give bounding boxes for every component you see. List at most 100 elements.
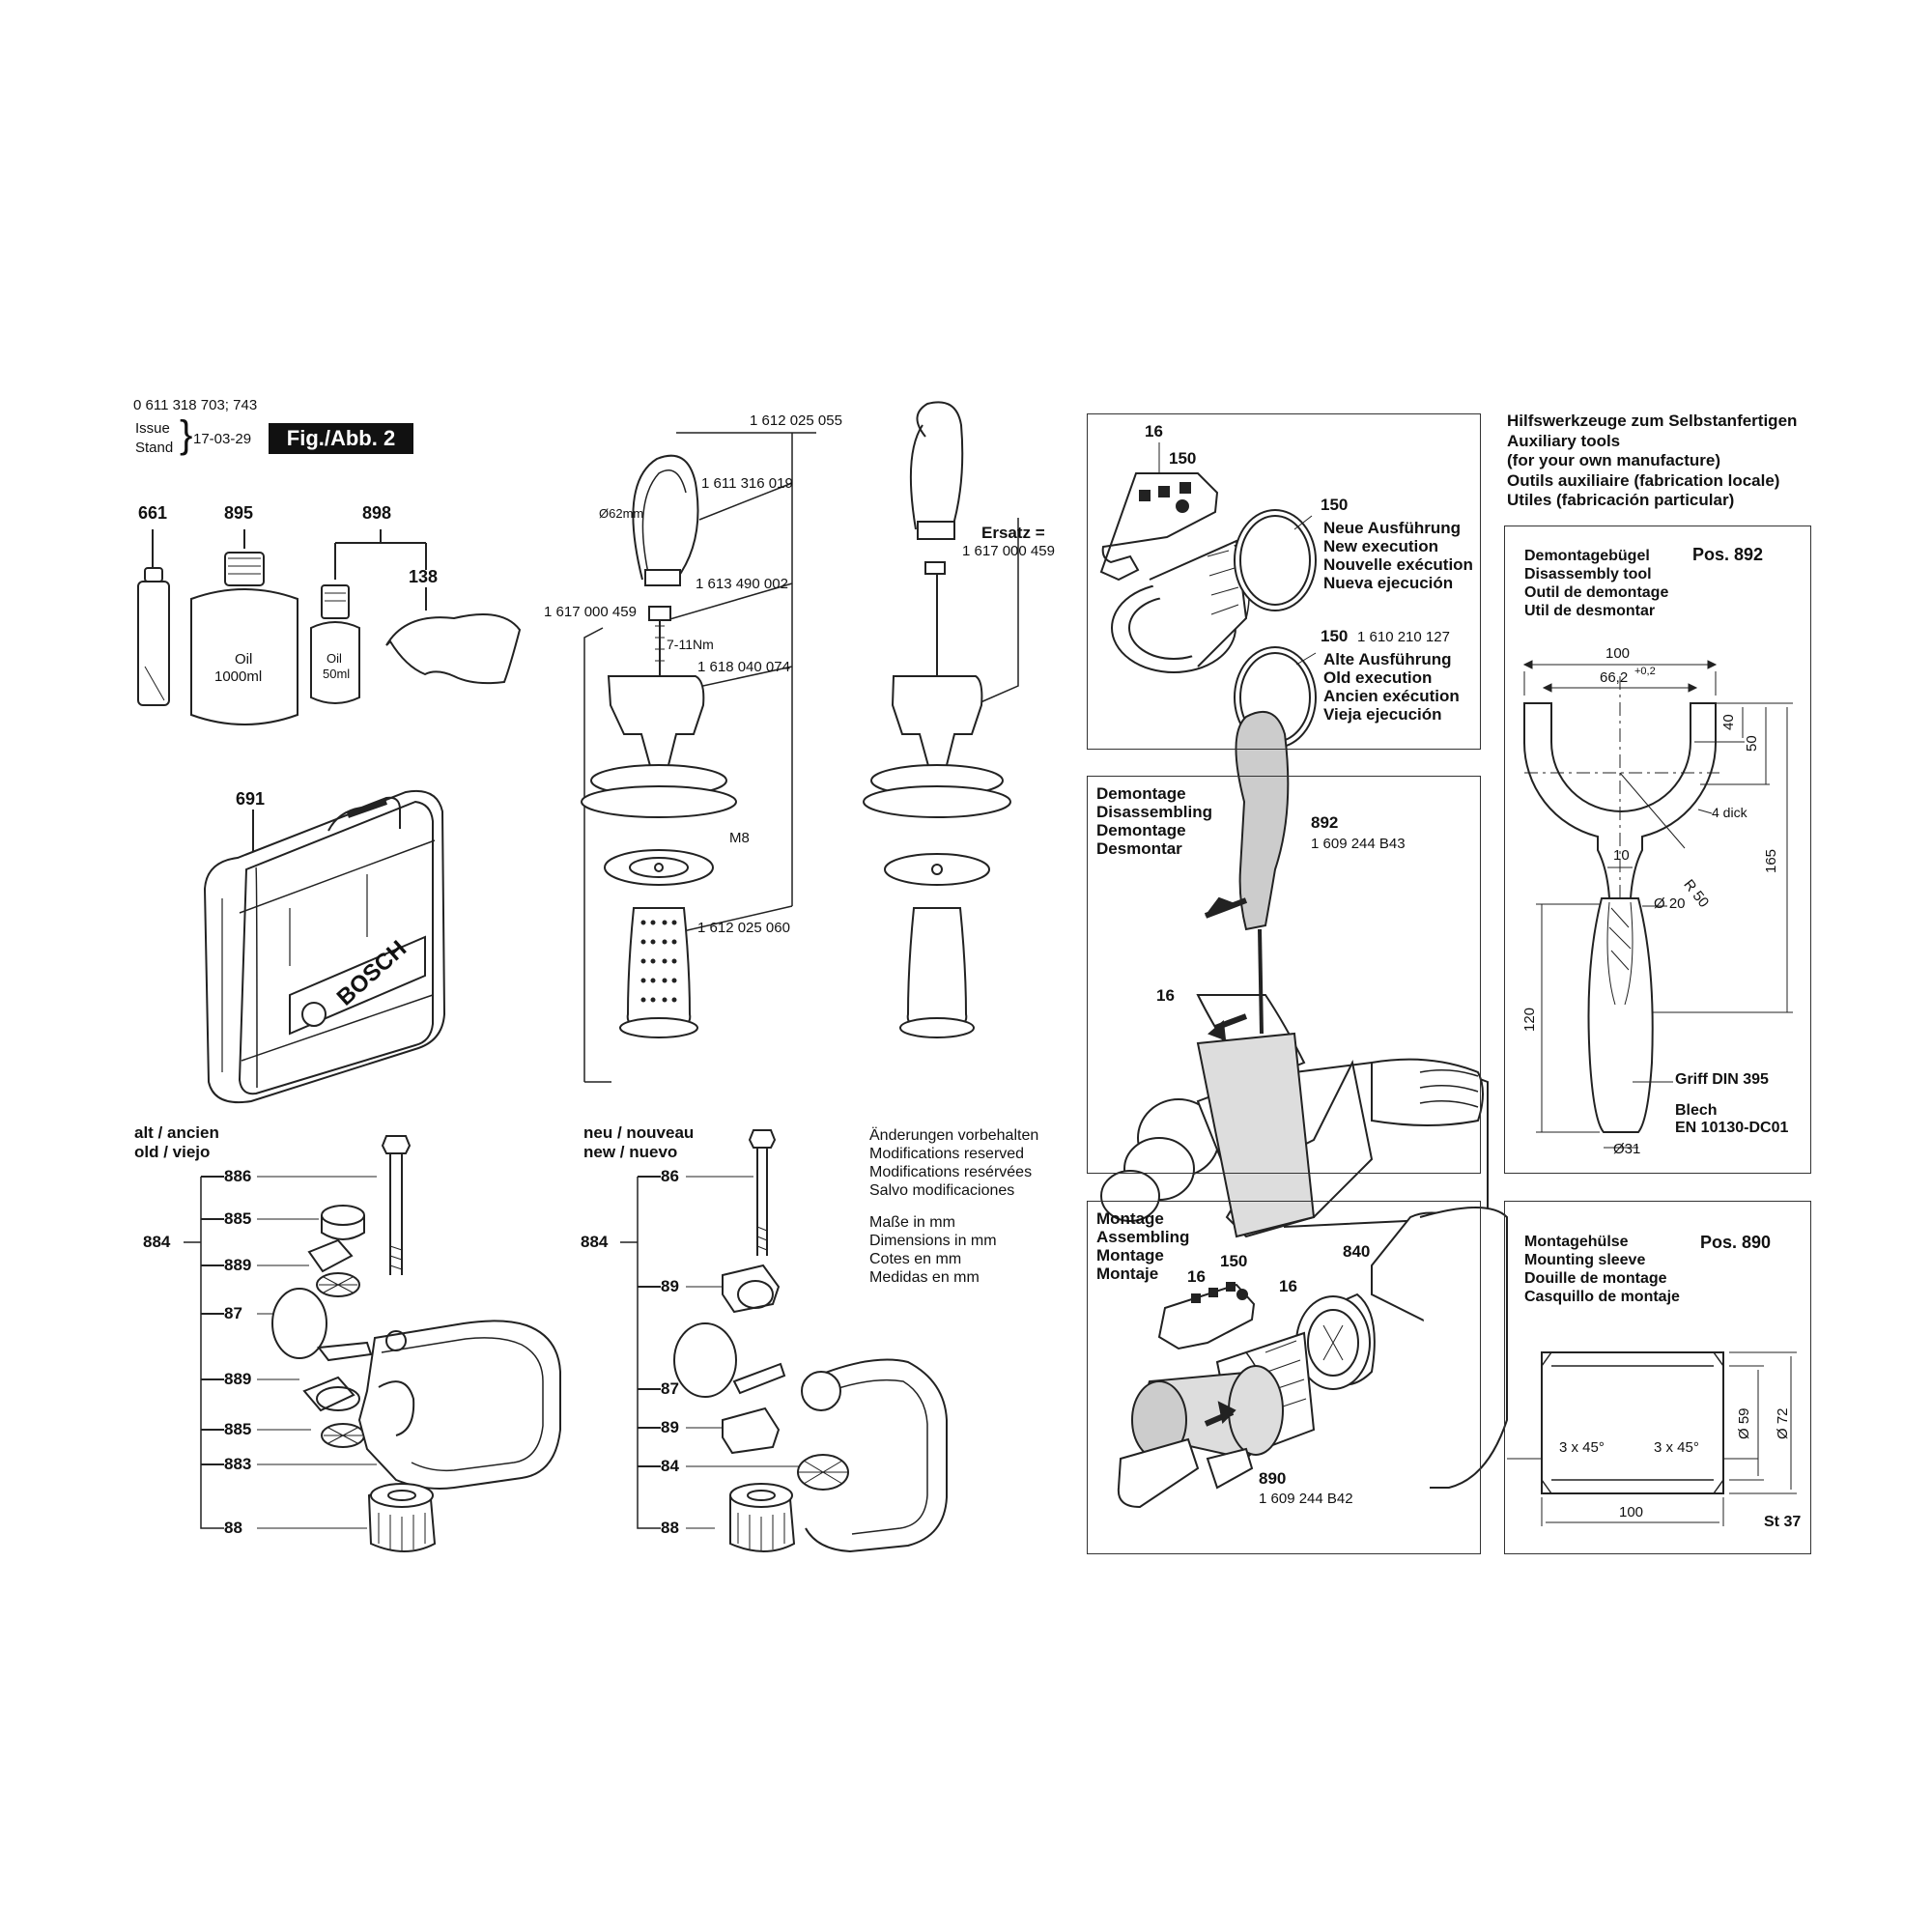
part-661: 661 — [138, 503, 168, 523]
dia-20: Ø 20 — [1654, 895, 1686, 912]
dimensions-line-3: Cotes en mm — [869, 1251, 962, 1267]
strap-diameter: Ø62mm — [599, 506, 644, 521]
modifications-line-4: Salvo modificaciones — [869, 1182, 1015, 1199]
aux-heading-2: Auxiliary tools — [1507, 431, 1621, 450]
assembly-box — [1087, 1201, 1481, 1554]
pn-bolt: 1 613 490 002 — [696, 576, 788, 592]
disassembly-title-2: Disassembling — [1096, 803, 1212, 821]
dim-120: 120 — [1521, 1007, 1538, 1032]
bracket-898 — [334, 529, 427, 570]
tool-890-title-4: Casquillo de montaje — [1524, 1289, 1680, 1305]
assembly-title-3: Montage — [1096, 1246, 1164, 1264]
oil-large-label-2: 1000ml — [214, 668, 263, 685]
new-exec-4: Nueva ejecución — [1323, 574, 1454, 592]
tool-892-drawing — [1522, 660, 1793, 1149]
tool-890-title-2: Mounting sleeve — [1524, 1252, 1646, 1268]
sheet-spec-1: Blech — [1675, 1102, 1718, 1119]
oil-large-label-1: Oil — [235, 651, 253, 668]
new-item-89: 89 — [661, 1277, 679, 1295]
dia-31: Ø31 — [1613, 1141, 1641, 1157]
assembly-artwork — [1117, 1207, 1509, 1509]
disassembly-part-16: 16 — [1156, 986, 1175, 1005]
part-138: 138 — [409, 567, 439, 586]
assembly-pn: 1 609 244 B42 — [1259, 1491, 1353, 1507]
pn-left-bolt: 1 617 000 459 — [544, 604, 637, 620]
old-item-88: 88 — [224, 1519, 242, 1537]
grease-tube-661 — [137, 529, 170, 706]
assembly-part-890: 890 — [1259, 1469, 1287, 1488]
new-item-87: 87 — [661, 1379, 679, 1398]
ring-part-16: 16 — [1145, 422, 1163, 440]
assembly-title-1: Montage — [1096, 1209, 1164, 1228]
old-item-87: 87 — [224, 1304, 242, 1322]
part-895: 895 — [224, 503, 254, 523]
pn-grip: 1 612 025 060 — [697, 920, 790, 936]
disassembly-title-4: Desmontar — [1096, 839, 1182, 858]
ersatz-label: Ersatz = — [981, 524, 1045, 542]
tool-892-title-1: Demontagebügel — [1524, 548, 1650, 564]
new-title-2: new / nuevo — [583, 1143, 678, 1161]
new-title-1: neu / nouveau — [583, 1123, 695, 1142]
length-100: 100 — [1619, 1504, 1644, 1520]
assembly-title: Montage Assembling Montage Montaje — [1096, 1209, 1189, 1283]
model-numbers: 0 611 318 703; 743 — [133, 397, 258, 413]
ersatz-pn: 1 617 000 459 — [962, 543, 1055, 559]
oil-small-label-2: 50ml — [323, 667, 351, 681]
assembly-part-840: 840 — [1343, 1242, 1371, 1261]
part-898: 898 — [362, 503, 392, 523]
dim-66-2-tolerance: +0,2 — [1634, 666, 1656, 677]
issue-date: 17-03-29 — [193, 431, 252, 447]
assembly-part-150: 150 — [1220, 1252, 1248, 1270]
tool-890-title: Montagehülse Mounting sleeve Douille de … — [1524, 1233, 1680, 1306]
old-item-886: 886 — [224, 1167, 252, 1185]
torque-value: 7-11Nm — [667, 637, 714, 652]
chamfer-left: 3 x 45° — [1559, 1439, 1605, 1456]
assembly-part-16-b: 16 — [1279, 1277, 1297, 1295]
old-item-889-b: 889 — [224, 1370, 252, 1388]
pn-strap: 1 611 316 019 — [701, 475, 793, 492]
pn-handle-assembly: 1 612 025 055 — [750, 412, 842, 429]
thickness-label: 4 dick — [1712, 805, 1747, 820]
dimensions-line-4: Medidas en mm — [869, 1269, 980, 1286]
aux-heading-3: (for your own manufacture) — [1507, 451, 1721, 469]
thread-size: M8 — [729, 830, 750, 846]
old-exec-4: Vieja ejecución — [1323, 705, 1442, 724]
ring-box — [1087, 413, 1481, 750]
tool-892-box — [1504, 526, 1811, 1174]
dimensions-line-2: Dimensions in mm — [869, 1233, 997, 1249]
old-item-885: 885 — [224, 1209, 252, 1228]
stand-label: Stand — [135, 440, 174, 456]
disassembly-title: Demontage Disassembling Demontage Desmon… — [1096, 784, 1212, 858]
disassembly-artwork — [1100, 711, 1489, 1238]
oil-bottle-1000ml — [190, 529, 298, 725]
new-exec-1: Neue Ausführung — [1323, 519, 1461, 537]
tool-890-pos: Pos. 890 — [1700, 1233, 1772, 1252]
material-spec: St 37 — [1764, 1514, 1802, 1530]
assembly-title-4: Montaje — [1096, 1264, 1159, 1283]
sheet-spec-2: EN 10130-DC01 — [1675, 1120, 1789, 1136]
disassembly-title-3: Demontage — [1096, 821, 1186, 839]
assembly-part-16-a: 16 — [1187, 1267, 1206, 1286]
dimensions-line-1: Maße in mm — [869, 1214, 955, 1231]
new-item-86: 86 — [661, 1167, 679, 1185]
tool-890-title-1: Montagehülse — [1524, 1234, 1629, 1250]
pn-handle-body: 1 618 040 074 — [697, 659, 790, 675]
dia-59: Ø 59 — [1736, 1407, 1752, 1439]
old-group-884: 884 — [143, 1233, 171, 1251]
tool-890-drawing — [1507, 1351, 1797, 1526]
side-handle-assembly-right — [863, 401, 1019, 1038]
old-assembly-artwork — [184, 1135, 561, 1552]
new-group-884: 884 — [581, 1233, 609, 1251]
new-item-88: 88 — [661, 1519, 679, 1537]
assembly-title-2: Assembling — [1096, 1228, 1190, 1246]
ring-old-pn: 1 610 210 127 — [1357, 629, 1450, 645]
dim-50: 50 — [1744, 735, 1760, 752]
tool-890-box — [1504, 1201, 1811, 1554]
tool-892-pos: Pos. 892 — [1692, 545, 1764, 564]
tool-892-title-2: Disassembly tool — [1524, 566, 1652, 582]
old-exec-2: Old execution — [1323, 668, 1433, 687]
dim-66-2: 66,2 — [1600, 669, 1629, 686]
new-assembly-artwork — [620, 1129, 948, 1553]
disassembly-box — [1087, 776, 1481, 1174]
